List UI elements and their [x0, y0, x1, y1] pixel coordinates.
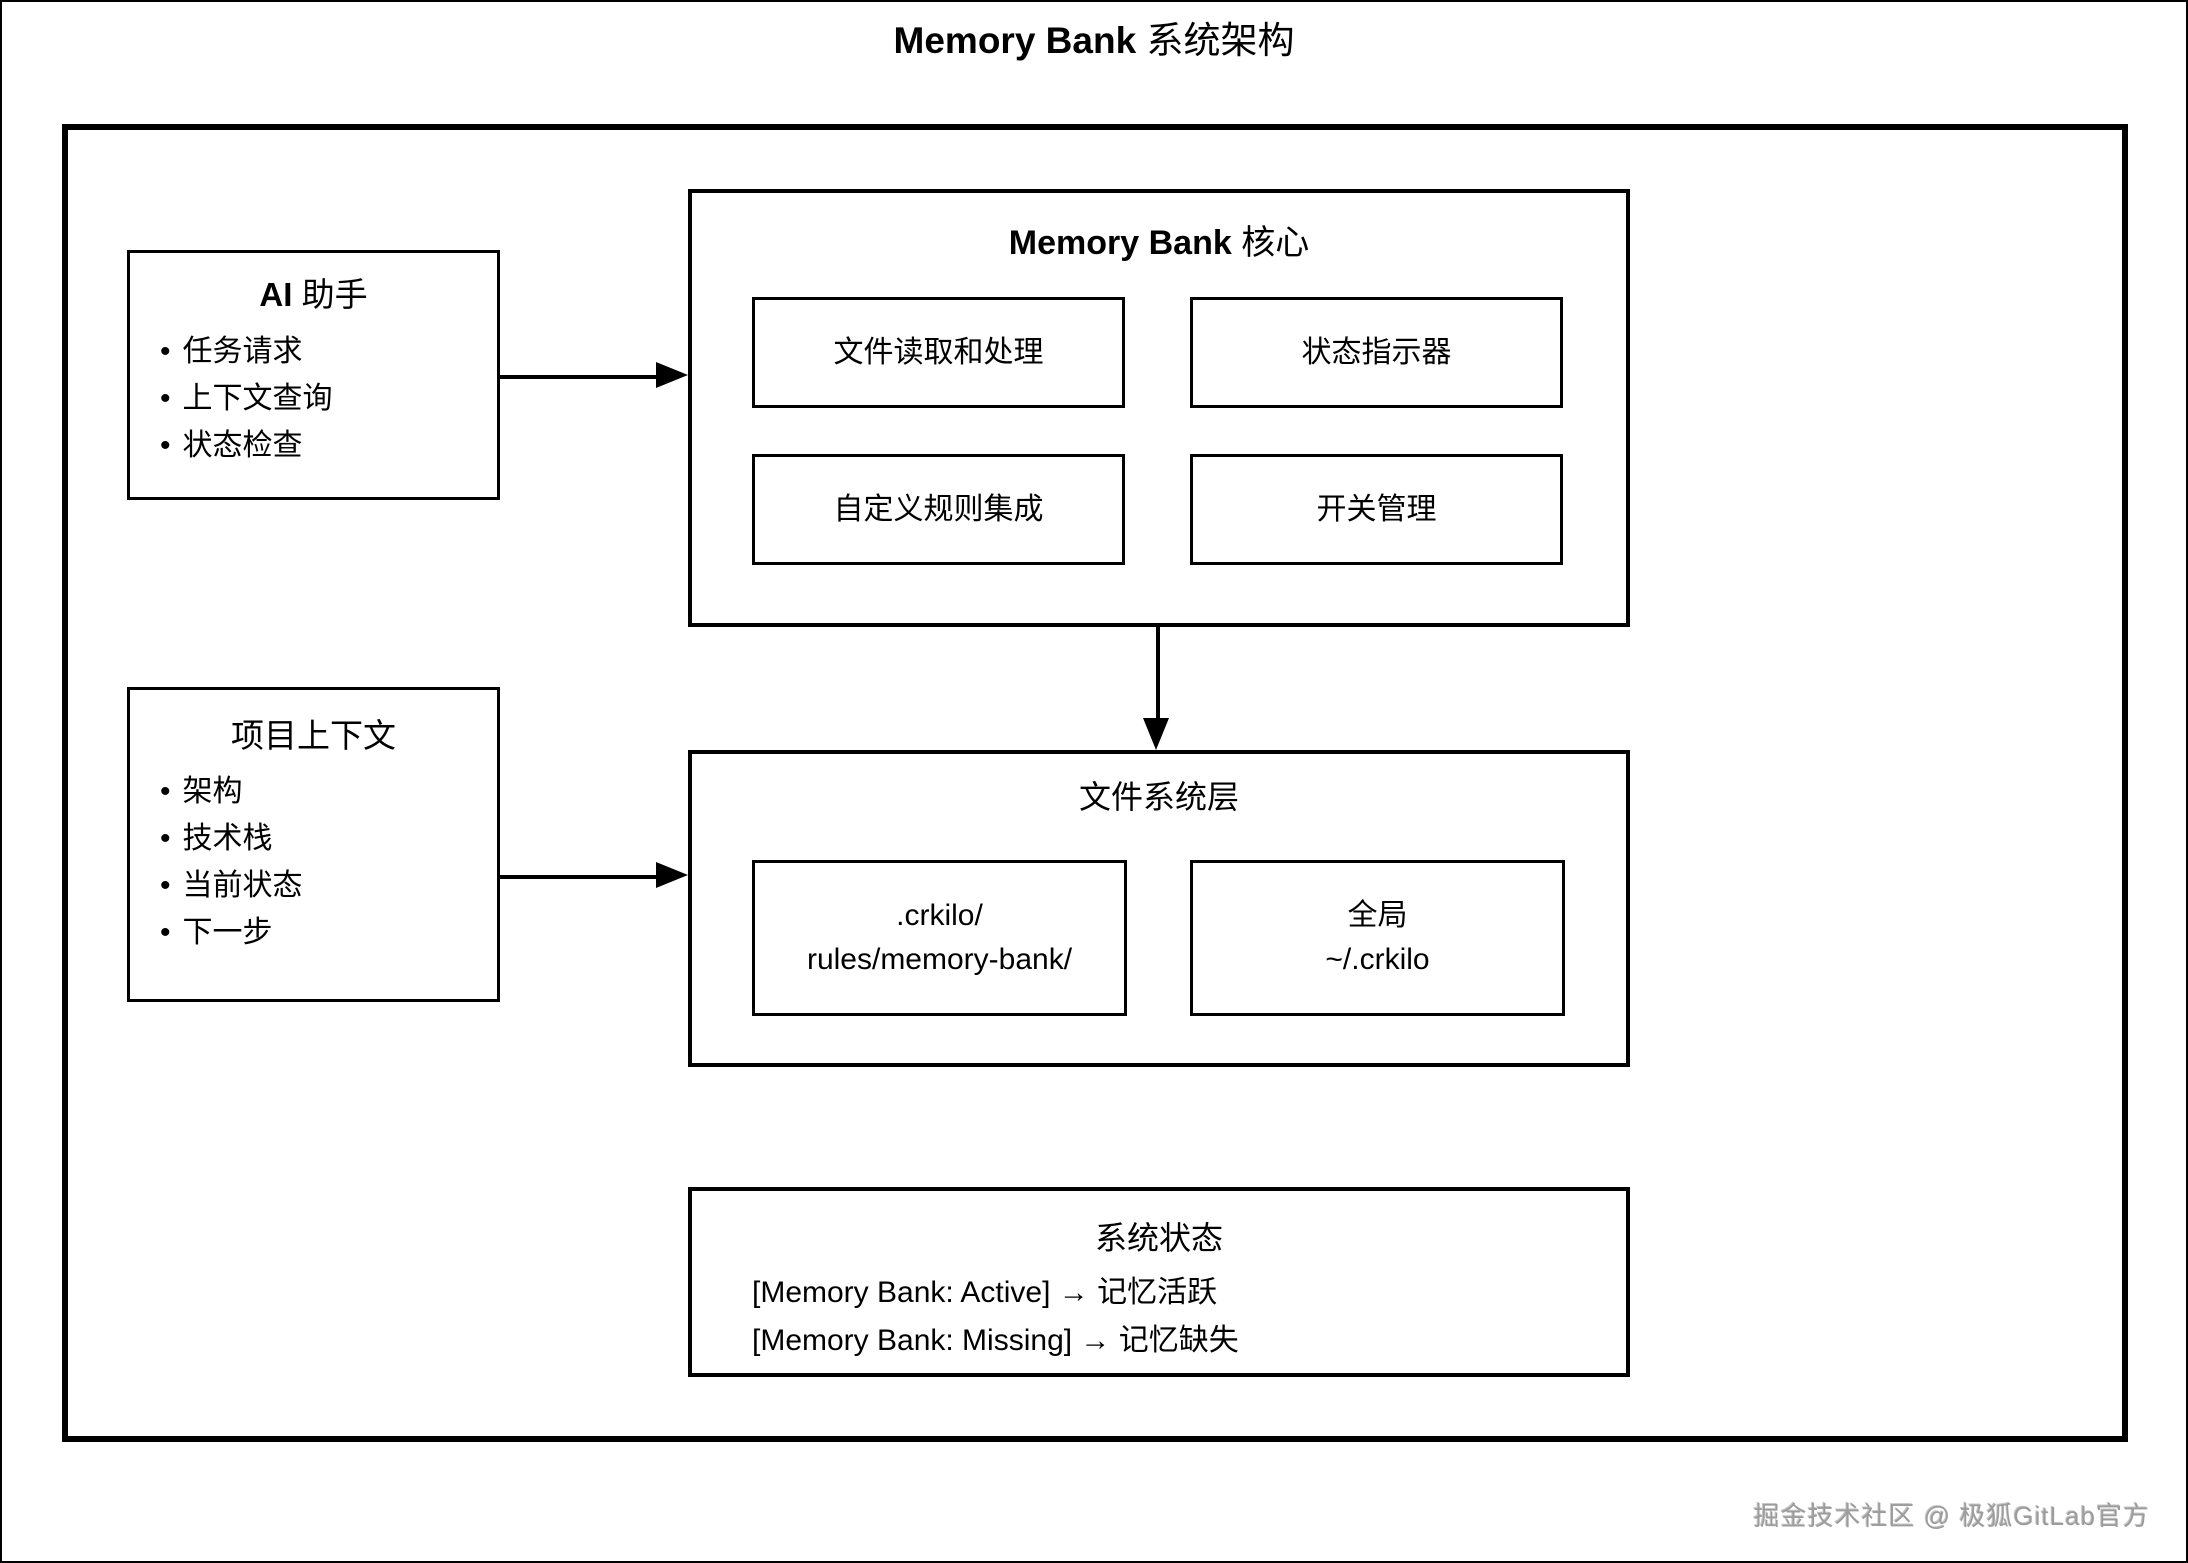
bullet-label: 技术栈	[182, 822, 273, 855]
bullet-item: • 任务请求	[160, 328, 333, 375]
project-context-title: 项目上下文	[231, 717, 396, 754]
module-switch-management: 开关管理	[1190, 454, 1563, 565]
module-label: 自定义规则集成	[833, 492, 1044, 526]
store-path-line: .crkilo/	[896, 899, 983, 932]
node-ai-assistant: AI 助手 • 任务请求 • 上下文查询 • 状态检查	[127, 250, 500, 500]
memory-bank-core-title-cjk: 核心	[1231, 224, 1310, 262]
module-label: 状态指示器	[1301, 335, 1452, 369]
system-status-title: 系统状态	[1094, 1220, 1223, 1256]
arrow-context-to-fs-line	[500, 875, 658, 879]
ai-assistant-title-cjk: 助手	[292, 276, 368, 313]
store-path-line: rules/memory-bank/	[806, 943, 1073, 976]
bullet-item: • 当前状态	[160, 862, 303, 909]
arrow-core-to-fs-head	[1143, 718, 1169, 750]
page-title: Memory Bank 系统架构	[2, 18, 2186, 64]
module-custom-rules-integration: 自定义规则集成	[752, 454, 1125, 565]
arrow-core-to-fs-line	[1156, 627, 1160, 721]
bullet-label: 上下文查询	[182, 382, 333, 415]
store-path-line: ~/.crkilo	[1325, 943, 1430, 976]
bullet-item: • 技术栈	[160, 815, 303, 862]
store-path-line: 全局	[1347, 899, 1408, 932]
bullet-label: 下一步	[182, 916, 273, 949]
store-project-rules-path: .crkilo/ rules/memory-bank/	[752, 860, 1127, 1016]
arrow-context-to-fs-head	[656, 862, 688, 888]
ai-assistant-title-latin: AI	[259, 276, 293, 313]
bullet-dot: •	[160, 429, 171, 462]
bullet-item: • 架构	[160, 768, 303, 815]
ai-assistant-title: AI 助手	[130, 275, 497, 315]
bullet-label: 当前状态	[182, 869, 303, 902]
arrow-ai-to-core-head	[656, 362, 688, 388]
bullet-item: • 状态检查	[160, 422, 333, 469]
module-label: 文件读取和处理	[833, 335, 1044, 369]
memory-bank-core-title-latin: Memory Bank	[1008, 224, 1232, 262]
bullet-item: • 下一步	[160, 909, 303, 956]
bullet-dot: •	[160, 869, 171, 902]
bullet-item: • 上下文查询	[160, 375, 333, 422]
module-status-indicator: 状态指示器	[1190, 297, 1563, 408]
bullet-dot: •	[160, 335, 171, 368]
memory-bank-core-title: Memory Bank 核心	[692, 223, 1626, 264]
node-memory-bank-core: Memory Bank 核心 文件读取和处理 状态指示器 自定义规则集成 开关管…	[688, 189, 1630, 627]
ai-assistant-bullets: • 任务请求 • 上下文查询 • 状态检查	[160, 328, 333, 469]
system-status-lines: [Memory Bank: Active] → 记忆活跃 [Memory Ban…	[752, 1269, 1239, 1365]
node-file-system-layer: 文件系统层 .crkilo/ rules/memory-bank/ 全局 ~/.…	[688, 750, 1630, 1067]
file-system-layer-title: 文件系统层	[1078, 779, 1239, 815]
status-line-missing: [Memory Bank: Missing] → 记忆缺失	[752, 1324, 1239, 1357]
module-file-read-process: 文件读取和处理	[752, 297, 1125, 408]
node-system-status: 系统状态 [Memory Bank: Active] → 记忆活跃 [Memor…	[688, 1187, 1630, 1377]
node-project-context: 项目上下文 • 架构 • 技术栈 • 当前状态 • 下一步	[127, 687, 500, 1002]
module-label: 开关管理	[1316, 492, 1437, 526]
bullet-label: 状态检查	[182, 429, 303, 462]
project-context-bullets: • 架构 • 技术栈 • 当前状态 • 下一步	[160, 768, 303, 956]
page-title-latin: Memory Bank	[893, 20, 1137, 61]
page-title-cjk: 系统架构	[1136, 20, 1295, 61]
status-line-active: [Memory Bank: Active] → 记忆活跃	[752, 1276, 1218, 1309]
bullet-dot: •	[160, 916, 171, 949]
arrow-ai-to-core-line	[500, 375, 658, 379]
bullet-dot: •	[160, 822, 171, 855]
bullet-dot: •	[160, 775, 171, 808]
bullet-label: 任务请求	[182, 335, 303, 368]
watermark: 掘金技术社区 @ 极狐GitLab官方	[1753, 1501, 2150, 1531]
store-global-path: 全局 ~/.crkilo	[1190, 860, 1565, 1016]
bullet-label: 架构	[182, 775, 243, 808]
bullet-dot: •	[160, 382, 171, 415]
